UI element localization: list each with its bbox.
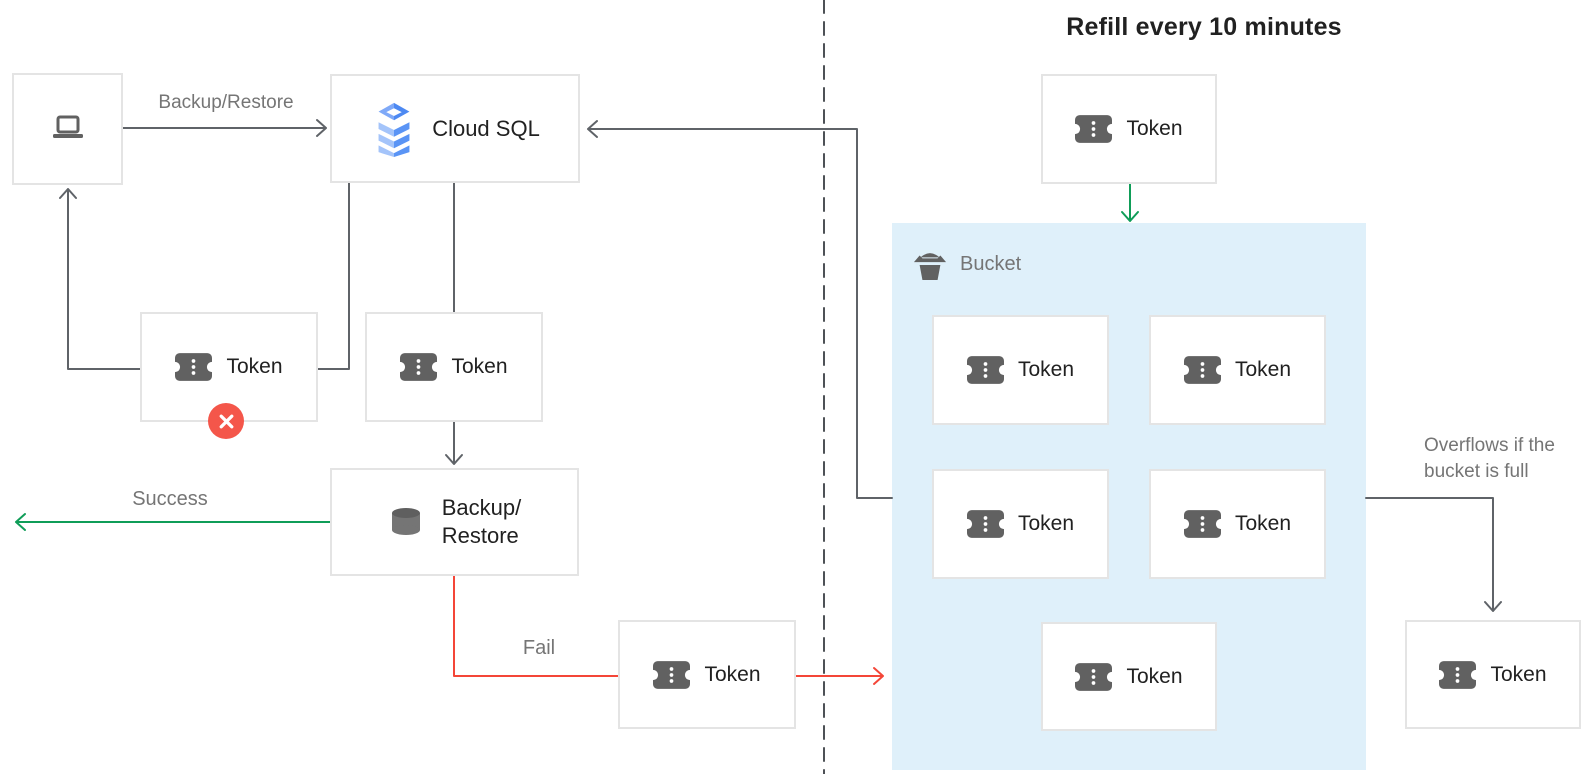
node-token-fail: Token	[618, 620, 796, 729]
token-label: Token	[1126, 664, 1183, 688]
node-token-bucket-1: Token	[932, 315, 1109, 425]
node-token-overflow: Token	[1405, 620, 1581, 729]
bucket-label: Bucket	[960, 252, 1022, 275]
token-label: Token	[1490, 662, 1547, 686]
node-token-refill: Token	[1041, 74, 1217, 184]
token-icon	[1075, 115, 1113, 143]
token-label: Token	[1126, 117, 1183, 140]
bucket-header: Bucket	[912, 247, 1021, 281]
node-cloud-sql: Cloud SQL	[330, 74, 580, 183]
edge-label-fail: Fail	[522, 637, 556, 659]
token-label: Token	[1017, 358, 1075, 381]
node-token-bucket-center: Token	[1041, 622, 1217, 731]
connector-overflow	[1365, 497, 1502, 612]
bucket-icon	[913, 253, 947, 281]
node-token-bucket-3: Token	[932, 469, 1109, 579]
laptop-icon	[52, 115, 83, 138]
token-icon	[966, 356, 1004, 384]
connector-client-to-cloudsql	[122, 119, 327, 137]
connector-fail-token-to-bucket	[795, 667, 884, 685]
node-label-backup-restore: Backup/ Restore	[441, 495, 522, 548]
token-icon	[653, 660, 691, 689]
cloud-sql-icon	[378, 102, 410, 157]
connector-fail-elbow	[453, 575, 619, 677]
node-backup-restore: Backup/ Restore	[330, 468, 579, 576]
token-icon	[1075, 662, 1113, 691]
token-icon	[1183, 510, 1221, 538]
token-icon	[1183, 356, 1221, 384]
close-icon	[219, 414, 233, 428]
token-icon	[175, 353, 213, 381]
token-icon	[966, 510, 1004, 538]
edge-label-overflow: Overflows if the bucket is full	[1424, 435, 1555, 482]
node-token-bucket-2: Token	[1149, 315, 1326, 425]
token-label: Token	[1234, 358, 1292, 381]
connector-token-pending-to-backup	[445, 421, 463, 465]
connector-token-rejected-to-client	[59, 188, 141, 370]
token-icon	[400, 353, 438, 381]
token-label: Token	[1234, 512, 1292, 535]
edge-label-backup-restore: Backup/Restore	[158, 92, 294, 113]
connector-bucket-to-cloudsql	[587, 120, 893, 499]
connector-refill-token-to-bucket	[1121, 183, 1139, 222]
node-token-bucket-4: Token	[1149, 469, 1326, 579]
node-token-pending: Token	[365, 312, 543, 422]
token-label: Token	[704, 662, 761, 686]
token-icon	[1439, 660, 1477, 689]
connector-success	[15, 513, 331, 531]
token-label: Token	[226, 355, 283, 378]
node-label-cloud-sql: Cloud SQL	[432, 115, 540, 141]
token-label: Token	[1017, 512, 1075, 535]
token-label: Token	[451, 355, 508, 378]
connector-cloudsql-to-token-rejected	[317, 182, 350, 370]
refill-title: Refill every 10 minutes	[1066, 13, 1342, 41]
node-client	[12, 73, 123, 185]
edge-label-success: Success	[132, 488, 208, 510]
database-icon	[391, 508, 420, 535]
error-badge	[208, 403, 244, 439]
